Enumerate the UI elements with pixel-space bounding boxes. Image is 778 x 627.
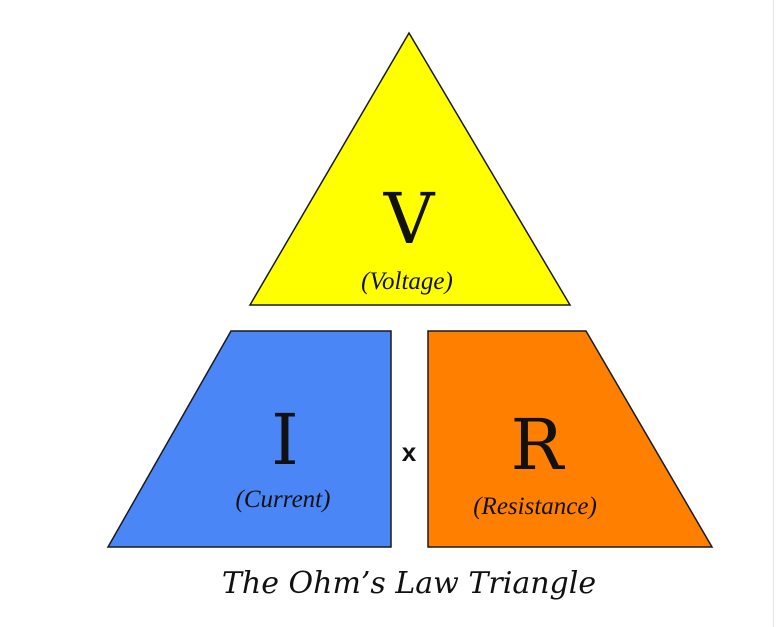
resistance-symbol: R (511, 404, 566, 486)
voltage-triangle (248, 31, 572, 306)
frame-edge (773, 0, 774, 627)
current-symbol: I (271, 399, 299, 481)
resistance-trapezoid (427, 330, 714, 548)
voltage-symbol: V (383, 178, 436, 260)
current-label: (Current) (236, 486, 331, 513)
current-trapezoid (106, 330, 392, 548)
diagram-caption: The Ohm’s Law Triangle (222, 566, 596, 601)
resistance-label: (Resistance) (473, 493, 597, 520)
multiply-operator: x (402, 437, 417, 467)
voltage-label: (Voltage) (361, 268, 453, 295)
